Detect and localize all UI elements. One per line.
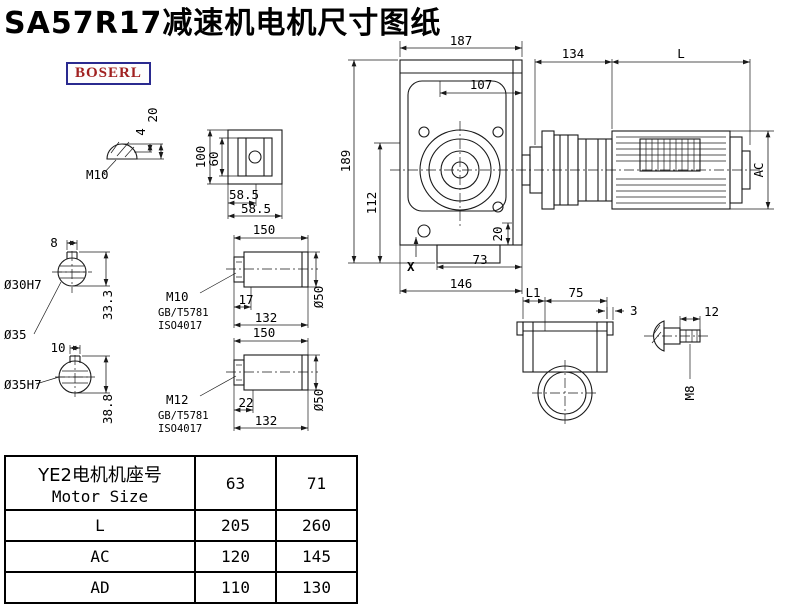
dim-shaft2-dia50: Ø50 xyxy=(311,389,326,412)
output-flange-view: L1 75 3 xyxy=(516,285,638,427)
label-shaft1-std2: ISO4017 xyxy=(158,320,202,332)
header-motor-size-cn: YE2电机机座号 xyxy=(38,464,162,486)
dim-key-388: 38.8 xyxy=(100,394,115,424)
dim-key-10: 10 xyxy=(50,340,65,355)
label-shaft2-std1: GB/T5781 xyxy=(158,410,209,422)
gearbox-front-view: X 187 107 189 112 20 73 146 xyxy=(338,35,523,294)
bolt-detail-view: 12 M8 xyxy=(644,304,719,401)
dim-73: 73 xyxy=(472,252,487,267)
dim-shaft2-150: 150 xyxy=(253,325,276,340)
table-row: AC 120 145 xyxy=(4,540,358,573)
dim-107: 107 xyxy=(470,77,493,92)
breather-top-view: 100 60 58.5 58.5 xyxy=(193,129,283,219)
row-ad-v1: 110 xyxy=(194,571,277,604)
dim-key-8: 8 xyxy=(50,235,58,250)
header-size-63: 63 xyxy=(194,455,277,511)
page-title: SA57R17减速机电机尺寸图纸 xyxy=(4,6,442,41)
plug-detail-view: M10 4 20 xyxy=(86,107,164,182)
row-l-v1: 205 xyxy=(194,509,277,542)
shaft-section-35-view: 10 38.8 Ø35H7 xyxy=(4,340,115,424)
dim-plug-20: 20 xyxy=(145,107,160,122)
label-plug-thread: M10 xyxy=(86,167,109,182)
header-motor-size: YE2电机机座号 Motor Size xyxy=(4,455,196,511)
motor-fins xyxy=(616,136,726,204)
dim-bolt-12: 12 xyxy=(704,304,719,319)
header-size-71: 71 xyxy=(275,455,358,511)
label-od-35: Ø35 xyxy=(4,327,27,342)
dim-20: 20 xyxy=(490,226,505,241)
row-label-ac: AC xyxy=(4,540,196,573)
dim-134: 134 xyxy=(562,46,585,61)
dim-112: 112 xyxy=(364,192,379,215)
dim-shaft1-150: 150 xyxy=(253,222,276,237)
dim-x-marker: X xyxy=(407,259,415,274)
label-shaft1-thread: M10 xyxy=(166,289,189,304)
dim-key-333: 33.3 xyxy=(100,290,115,320)
dim-shaft1-132: 132 xyxy=(255,310,278,325)
dim-breather-585a: 58.5 xyxy=(229,187,259,202)
dim-shaft2-132: 132 xyxy=(255,413,278,428)
label-bore-30h7: Ø30H7 xyxy=(4,277,42,292)
dim-motor-length: L xyxy=(677,46,685,61)
row-l-v2: 260 xyxy=(275,509,358,542)
bolt-head xyxy=(653,320,665,352)
dim-flange-75: 75 xyxy=(568,285,583,300)
dim-146: 146 xyxy=(450,276,473,291)
shaft-detail-m12-view: 150 M12 GB/T5781 ISO4017 22 132 Ø50 xyxy=(158,325,326,435)
technical-drawing: X 187 107 189 112 20 73 146 xyxy=(4,35,774,435)
table-row: L 205 260 xyxy=(4,509,358,542)
row-label-l: L xyxy=(4,509,196,542)
shaft-detail-m10-view: 150 M10 GB/T5781 ISO4017 17 132 Ø50 xyxy=(158,222,326,332)
dim-breather-60: 60 xyxy=(206,151,221,166)
row-ac-v1: 120 xyxy=(194,540,277,573)
label-shaft2-thread: M12 xyxy=(166,392,189,407)
row-ad-v2: 130 xyxy=(275,571,358,604)
table-header-row: YE2电机机座号 Motor Size 63 71 xyxy=(4,455,358,511)
dim-shaft2-22: 22 xyxy=(238,395,253,410)
dim-189: 189 xyxy=(338,150,353,173)
row-label-ad: AD xyxy=(4,571,196,604)
motor-size-table: YE2电机机座号 Motor Size 63 71 L 205 260 AC 1… xyxy=(4,455,358,604)
motor-side-view: 134 L AC xyxy=(390,46,774,210)
row-ac-v2: 145 xyxy=(275,540,358,573)
gearbox-foot xyxy=(436,244,501,264)
header-motor-size-en: Motor Size xyxy=(51,486,149,506)
dim-187: 187 xyxy=(450,35,473,48)
dim-flange-l1: L1 xyxy=(525,285,540,300)
dim-motor-ac: AC xyxy=(751,162,766,177)
table-row: AD 110 130 xyxy=(4,571,358,604)
dim-shaft1-17: 17 xyxy=(238,292,253,307)
boserl-logo: BOSERL xyxy=(66,62,151,85)
dim-breather-585b: 58.5 xyxy=(241,201,271,216)
dim-shaft1-dia50: Ø50 xyxy=(311,286,326,309)
dim-plug-4: 4 xyxy=(133,128,148,136)
label-bolt-m8: M8 xyxy=(682,385,697,400)
label-shaft2-std2: ISO4017 xyxy=(158,423,202,435)
dim-flange-3: 3 xyxy=(630,303,638,318)
motor-fin-box-lines xyxy=(645,139,695,171)
dim-breather-100: 100 xyxy=(193,146,208,169)
shaft-section-30-view: 8 33.3 Ø30H7 Ø35 xyxy=(4,235,115,342)
label-shaft1-std1: GB/T5781 xyxy=(158,307,209,319)
label-bore-35h7: Ø35H7 xyxy=(4,377,42,392)
